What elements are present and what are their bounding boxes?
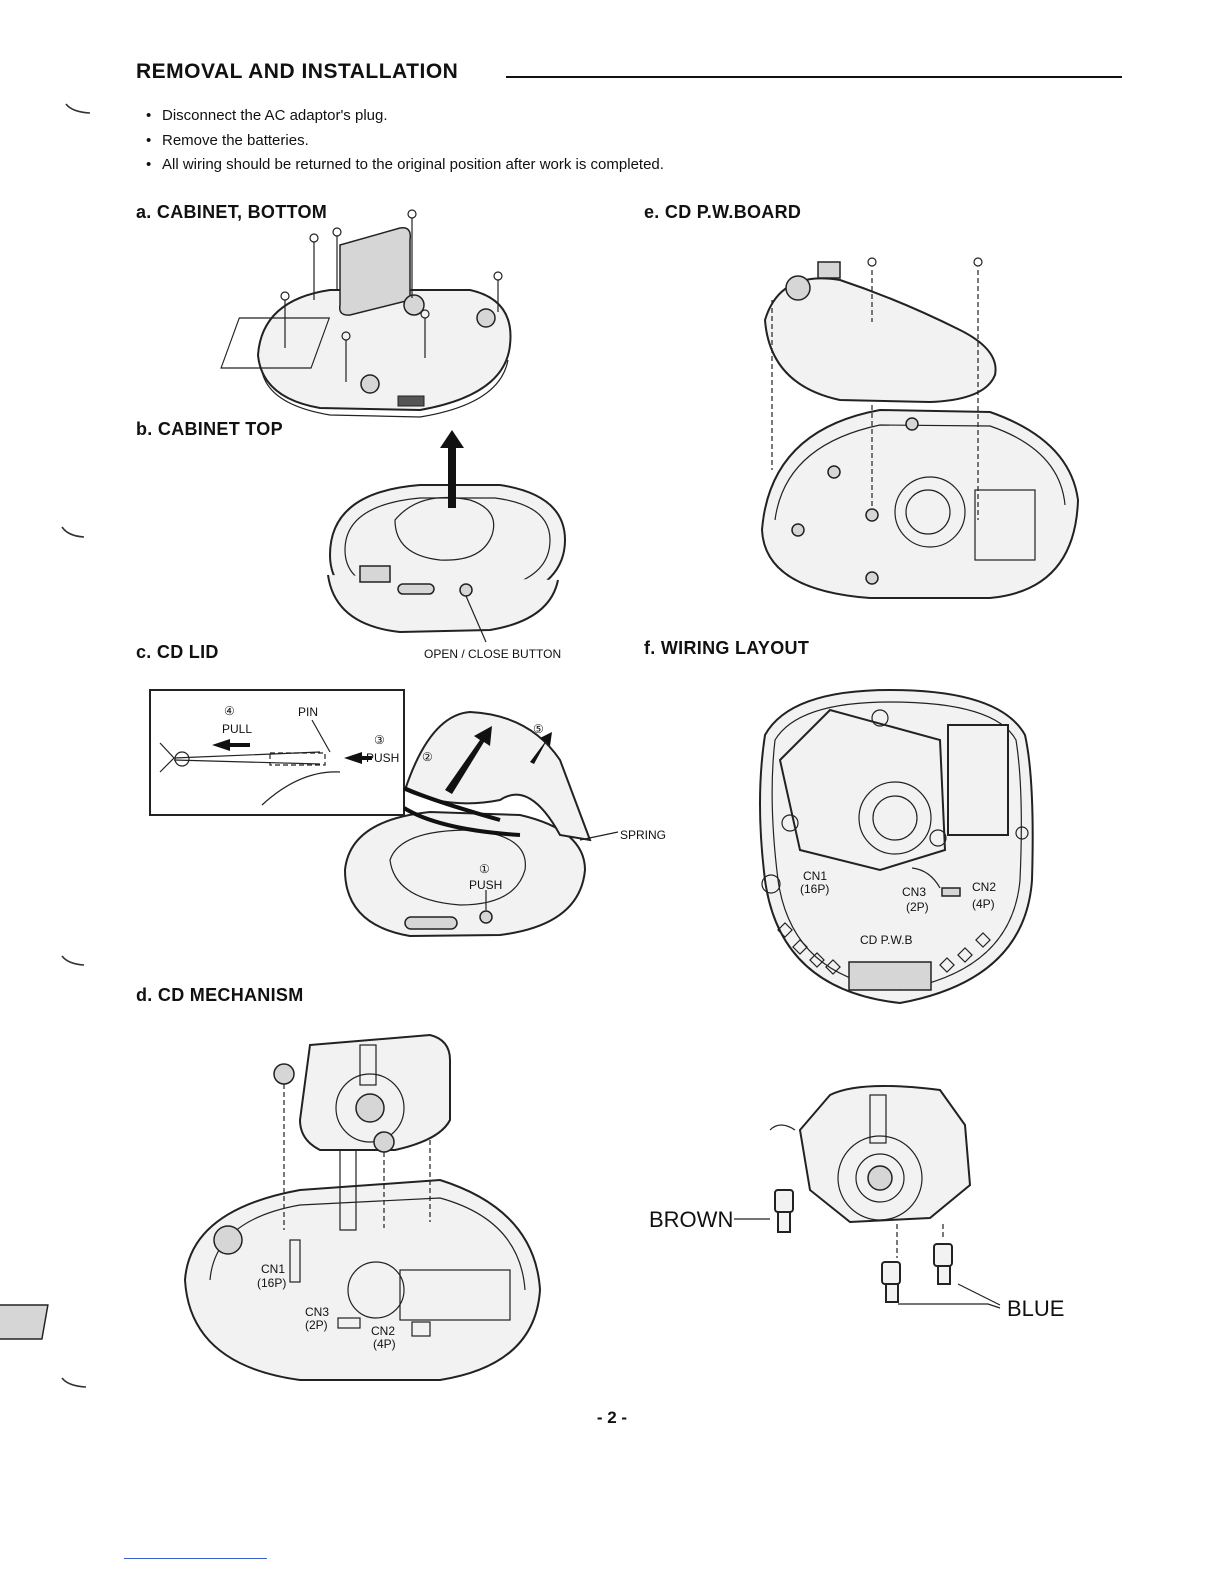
cn2-pins-label: (4P) xyxy=(373,1337,396,1351)
step-5-label: ⑤ xyxy=(533,722,544,736)
page-number: - 2 - xyxy=(596,1408,628,1427)
note-text: Remove the batteries. xyxy=(162,131,309,149)
notes-list: •Disconnect the AC adaptor's plug. •Remo… xyxy=(146,104,664,178)
push-button-label: PUSH xyxy=(469,878,503,892)
blue-label: BLUE xyxy=(1007,1296,1065,1321)
note-text: Disconnect the AC adaptor's plug. xyxy=(162,107,388,124)
footer-rule xyxy=(124,1558,267,1559)
title-rule xyxy=(506,76,1122,78)
wiring-cn1-label: CN1 xyxy=(803,869,828,883)
section-c-heading: c. CD LID xyxy=(136,642,219,662)
spring-label: SPRING xyxy=(620,828,667,842)
cn1-pins-label: (16P) xyxy=(257,1276,287,1290)
section-e-heading: e. CD P.W.BOARD xyxy=(644,202,802,222)
brown-label: BROWN xyxy=(649,1207,734,1232)
cn3-pins-label: (2P) xyxy=(305,1318,328,1332)
note-item: •Remove the batteries. xyxy=(146,129,664,154)
wiring-cn3-label: CN3 xyxy=(902,885,927,899)
open-close-button-label: OPEN / CLOSE BUTTON xyxy=(424,647,562,661)
wiring-cn2-pins-label: (4P) xyxy=(972,897,995,911)
step-2-label: ② xyxy=(422,750,433,764)
wiring-cn1-pins-label: (16P) xyxy=(800,882,830,896)
page-title: REMOVAL AND INSTALLATION xyxy=(136,60,459,83)
cn2-label: CN2 xyxy=(371,1324,396,1338)
cd-pwb-label: CD P.W.B xyxy=(860,933,913,947)
cn1-label: CN1 xyxy=(261,1262,286,1276)
step-1-label: ① xyxy=(479,862,490,876)
wiring-cn2-label: CN2 xyxy=(972,880,997,894)
section-d-heading: d. CD MECHANISM xyxy=(136,985,304,1005)
section-b-heading: b. CABINET TOP xyxy=(136,419,283,439)
step-4-label: ④ xyxy=(224,704,235,718)
cn3-label: CN3 xyxy=(305,1305,330,1319)
wiring-cn3-pins-label: (2P) xyxy=(906,900,929,914)
pin-label: PIN xyxy=(298,705,319,719)
note-item: •All wiring should be returned to the or… xyxy=(146,153,664,178)
step-3-label: ③ xyxy=(374,733,385,747)
section-f-heading: f. WIRING LAYOUT xyxy=(644,638,810,658)
note-text: All wiring should be returned to the ori… xyxy=(162,156,664,173)
note-item: •Disconnect the AC adaptor's plug. xyxy=(146,104,664,129)
section-a-heading: a. CABINET, BOTTOM xyxy=(136,202,328,222)
push-label: PUSH xyxy=(366,751,400,765)
pull-label: PULL xyxy=(222,722,253,736)
